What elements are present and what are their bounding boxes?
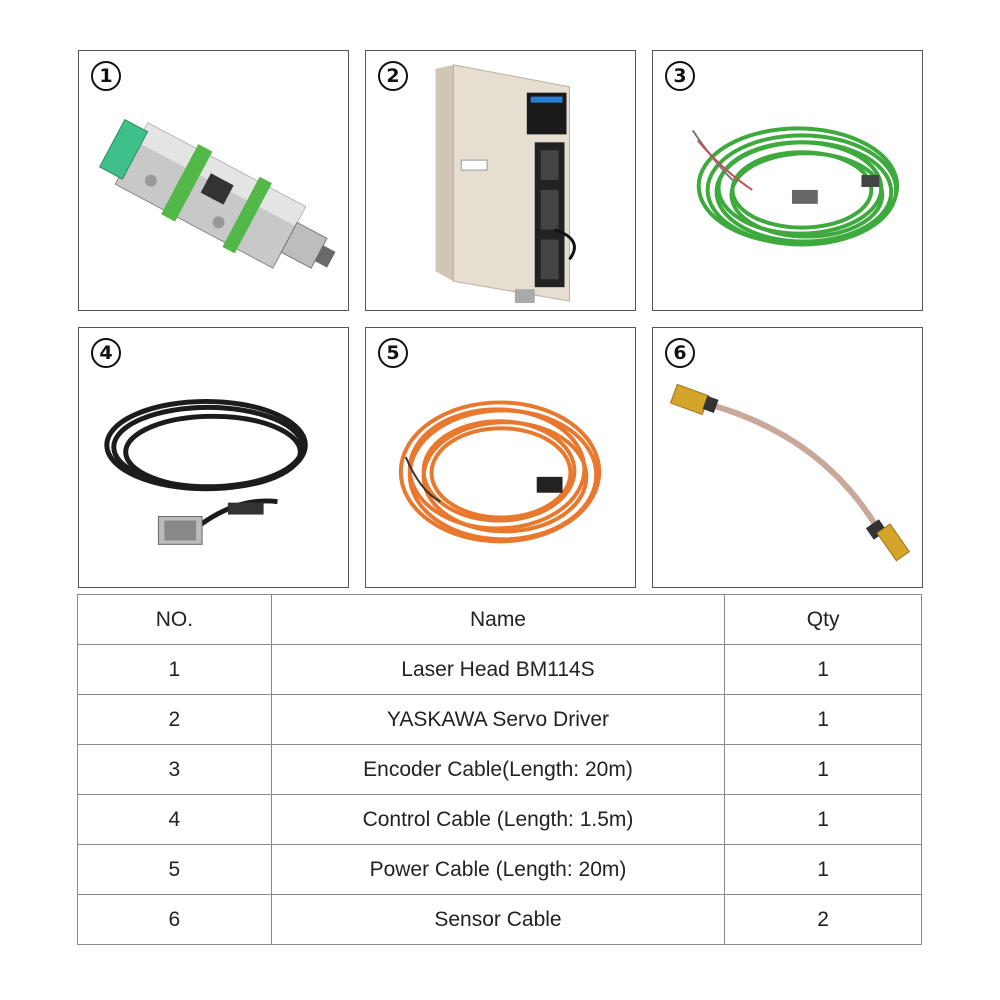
product-panel-6: 6 — [652, 327, 923, 588]
item-number-badge: 3 — [665, 61, 695, 91]
cell-qty: 1 — [724, 744, 922, 795]
cell-name: Power Cable (Length: 20m) — [270, 844, 726, 895]
item-number-badge: 6 — [665, 338, 695, 368]
orange-power-cable-image — [398, 400, 602, 544]
header-no: NO. — [77, 594, 272, 645]
product-panel-1: 1 — [78, 50, 349, 311]
green-encoder-cable-image — [691, 126, 900, 247]
cell-name: YASKAWA Servo Driver — [270, 694, 726, 745]
item-number-badge: 1 — [91, 61, 121, 91]
product-panel-3: 3 — [652, 50, 923, 311]
laser-head-image — [98, 118, 336, 269]
cell-qty: 2 — [724, 894, 922, 945]
parts-table: NO. Name Qty 1 Laser Head BM114S 1 2 YAS… — [77, 594, 922, 945]
cell-name: Laser Head BM114S — [270, 644, 726, 695]
cell-no: 2 — [77, 694, 272, 745]
product-panel-2: 2 — [365, 50, 636, 311]
table-header-row: NO. Name Qty — [77, 594, 922, 645]
cell-no: 6 — [77, 894, 272, 945]
product-panel-4: 4 — [78, 327, 349, 588]
item-number-badge: 4 — [91, 338, 121, 368]
table-row: 2 YASKAWA Servo Driver 1 — [77, 694, 922, 745]
item-number-badge: 5 — [378, 338, 408, 368]
header-qty: Qty — [724, 594, 922, 645]
cell-name: Control Cable (Length: 1.5m) — [270, 794, 726, 845]
cell-no: 4 — [77, 794, 272, 845]
cell-name: Encoder Cable(Length: 20m) — [270, 744, 726, 795]
black-control-cable-image — [104, 398, 308, 545]
cell-qty: 1 — [724, 794, 922, 845]
table-row: 3 Encoder Cable(Length: 20m) 1 — [77, 744, 922, 795]
cell-qty: 1 — [724, 644, 922, 695]
table-row: 1 Laser Head BM114S 1 — [77, 644, 922, 695]
cell-no: 1 — [77, 644, 272, 695]
header-name: Name — [270, 594, 726, 645]
servo-driver-image — [435, 64, 576, 304]
cell-qty: 1 — [724, 694, 922, 745]
table-row: 5 Power Cable (Length: 20m) 1 — [77, 844, 922, 895]
product-panel-5: 5 — [365, 327, 636, 588]
cell-no: 3 — [77, 744, 272, 795]
item-number-badge: 2 — [378, 61, 408, 91]
sensor-cable-image — [669, 383, 911, 562]
table-row: 6 Sensor Cable 2 — [77, 894, 922, 945]
cell-qty: 1 — [724, 844, 922, 895]
table-row: 4 Control Cable (Length: 1.5m) 1 — [77, 794, 922, 845]
cell-name: Sensor Cable — [270, 894, 726, 945]
cell-no: 5 — [77, 844, 272, 895]
